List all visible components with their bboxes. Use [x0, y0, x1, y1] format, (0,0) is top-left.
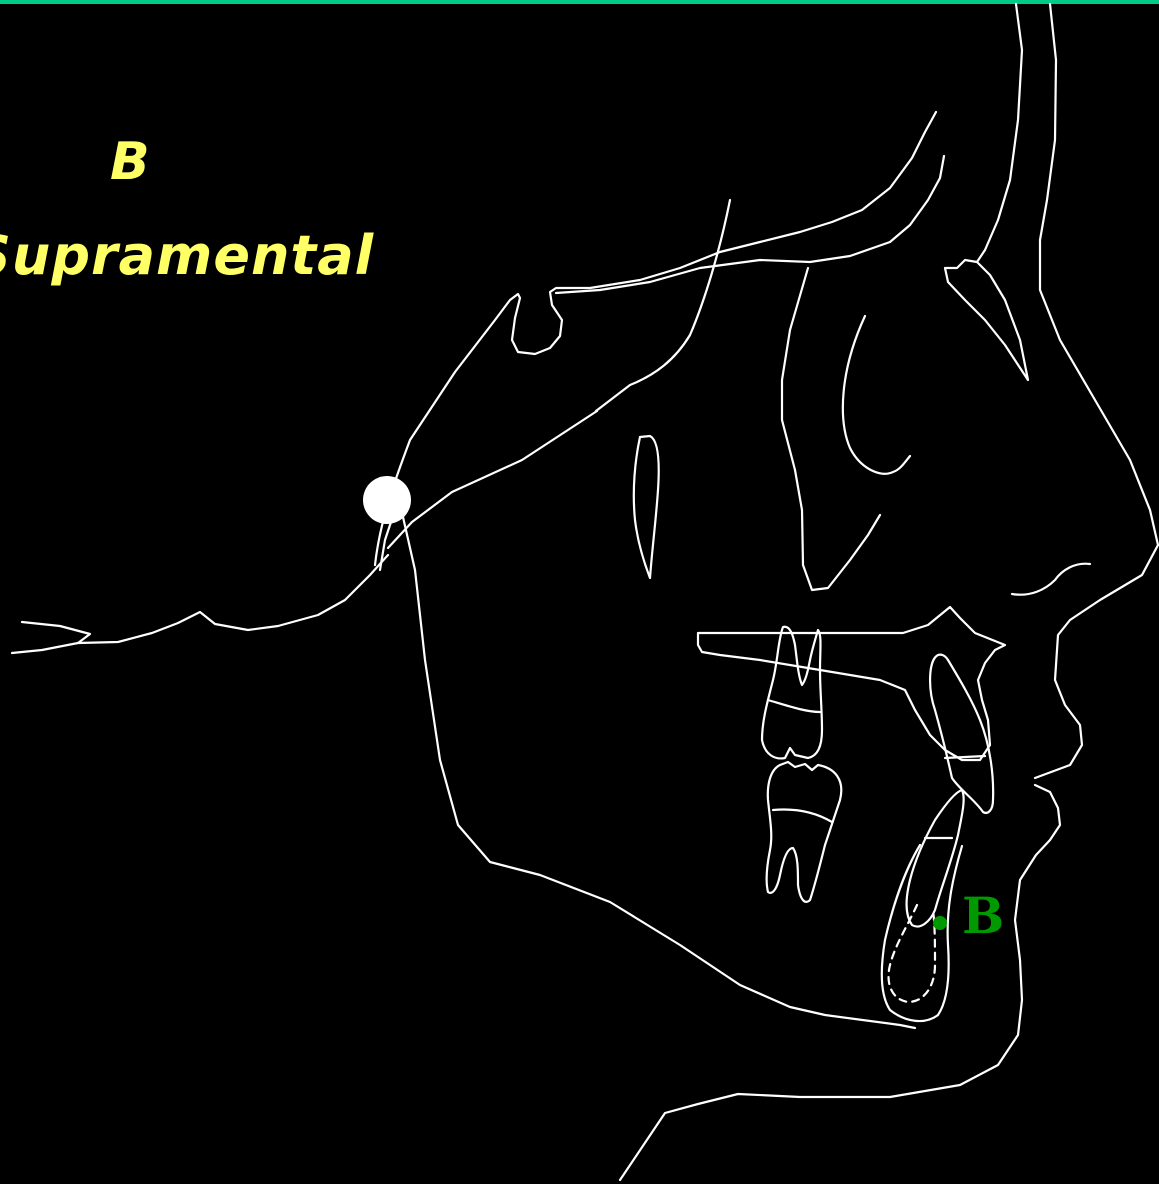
reference-point	[363, 476, 411, 524]
b-point	[933, 916, 947, 930]
b-point-label: B	[962, 886, 1004, 945]
